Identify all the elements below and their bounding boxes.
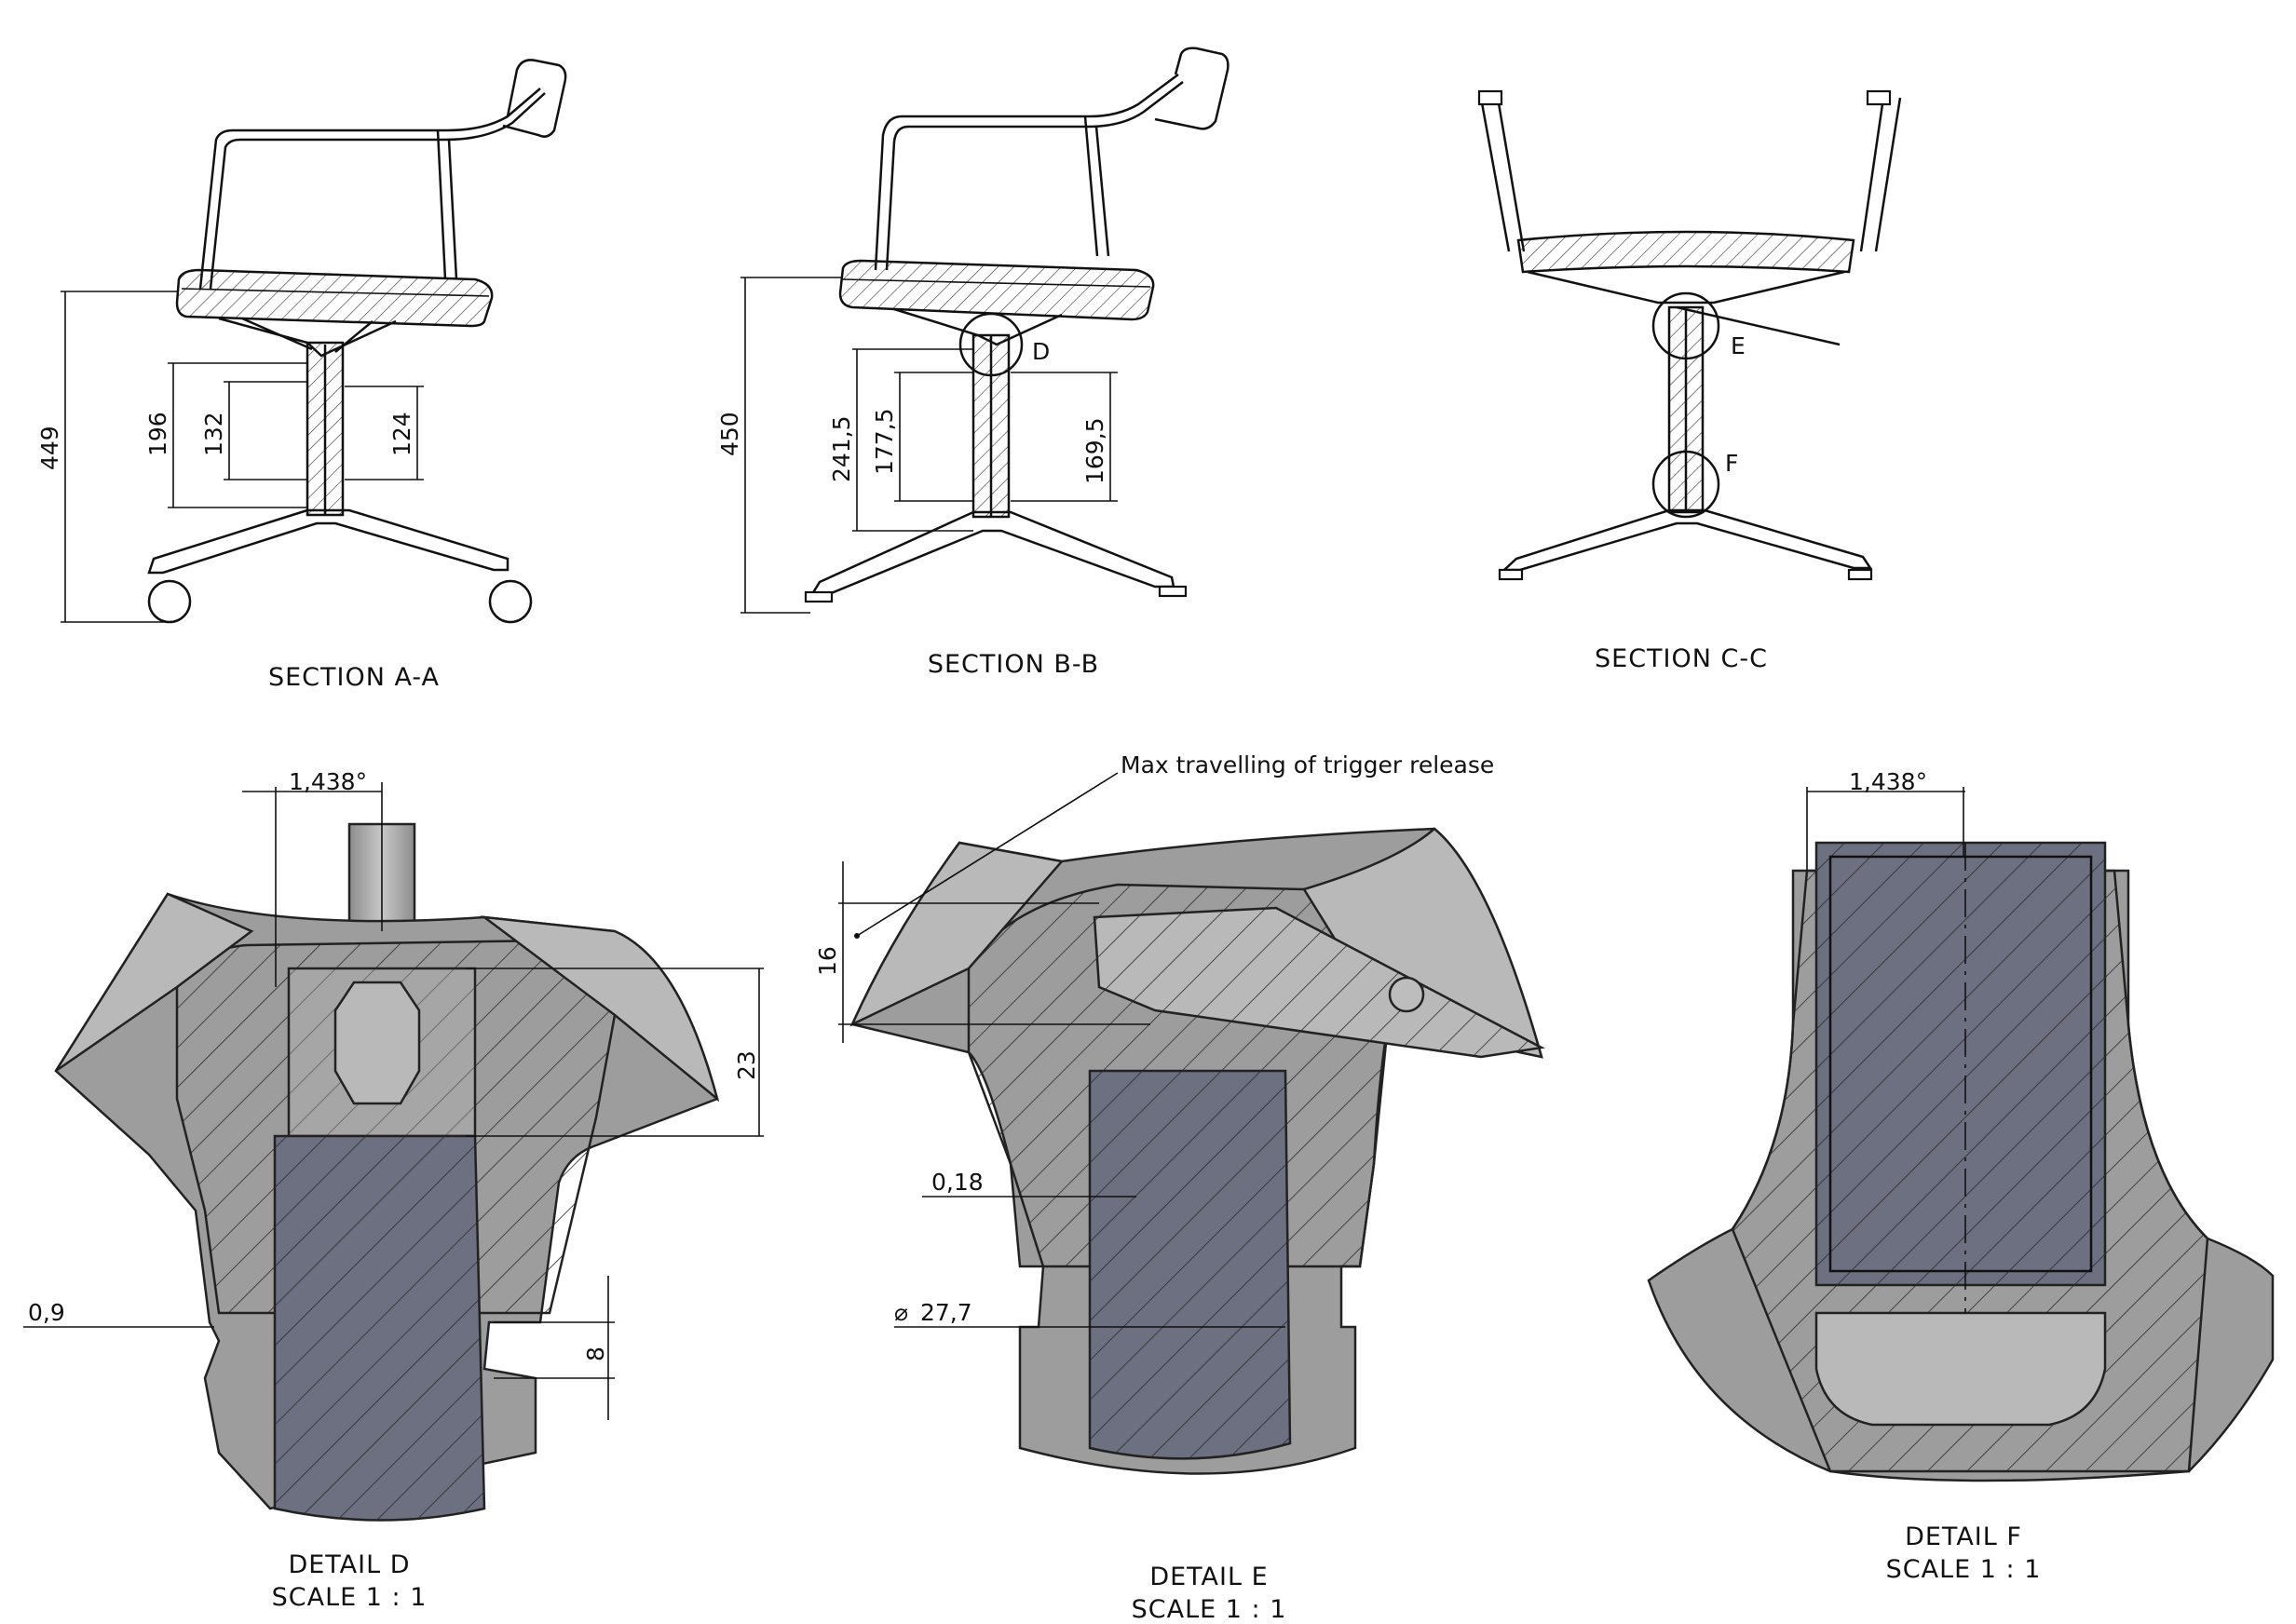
dim-23: 23 xyxy=(733,1050,760,1080)
callout-d-label: D xyxy=(1032,338,1050,365)
detail-e-drawing: Max travelling of trigger release 16 0,1… xyxy=(814,751,1545,1475)
title-detail-d: DETAIL D xyxy=(288,1550,411,1579)
dim-169-5: 169,5 xyxy=(1081,417,1108,484)
dim-177-5: 177,5 xyxy=(871,408,898,475)
detail-f-drawing: 1,438° xyxy=(1647,768,2275,1482)
dim-27-7: 27,7 xyxy=(920,1299,972,1326)
note-trigger-release: Max travelling of trigger release xyxy=(1121,751,1494,778)
dim-0-18: 0,18 xyxy=(931,1169,984,1196)
dim-d-angle: 1,438° xyxy=(289,768,367,795)
dim-0-9: 0,9 xyxy=(28,1299,65,1326)
scale-detail-d: SCALE 1 : 1 xyxy=(271,1583,428,1612)
dim-132: 132 xyxy=(200,412,227,456)
detail-d-drawing: 1,438° 23 0,9 8 xyxy=(23,768,764,1522)
scale-detail-e: SCALE 1 : 1 xyxy=(1131,1595,1287,1624)
section-c-drawing: E F xyxy=(1477,89,1902,581)
callout-circle-f xyxy=(1651,450,1720,519)
dim-449: 449 xyxy=(36,426,63,470)
scale-detail-f: SCALE 1 : 1 xyxy=(1885,1555,2042,1584)
dim-f-angle: 1,438° xyxy=(1849,768,1927,795)
section-b-drawing: D 450 241,5 177,5 169,5 xyxy=(716,47,1230,614)
diameter-symbol: ⌀ xyxy=(894,1299,908,1326)
dim-16: 16 xyxy=(814,946,841,976)
callout-f-label: F xyxy=(1725,450,1738,477)
dim-241-5: 241,5 xyxy=(828,415,855,482)
dim-8: 8 xyxy=(582,1347,609,1361)
title-section-b: SECTION B-B xyxy=(927,650,1100,679)
title-section-c: SECTION C-C xyxy=(1595,644,1768,673)
section-a-drawing: 449 196 132 124 xyxy=(36,59,567,624)
title-detail-e: DETAIL E xyxy=(1149,1563,1269,1591)
dim-124: 124 xyxy=(388,412,415,456)
dim-196: 196 xyxy=(144,412,171,456)
title-section-a: SECTION A-A xyxy=(267,663,441,692)
dim-450: 450 xyxy=(716,412,743,456)
title-detail-f: DETAIL F xyxy=(1905,1522,2022,1551)
callout-e-label: E xyxy=(1731,332,1746,359)
